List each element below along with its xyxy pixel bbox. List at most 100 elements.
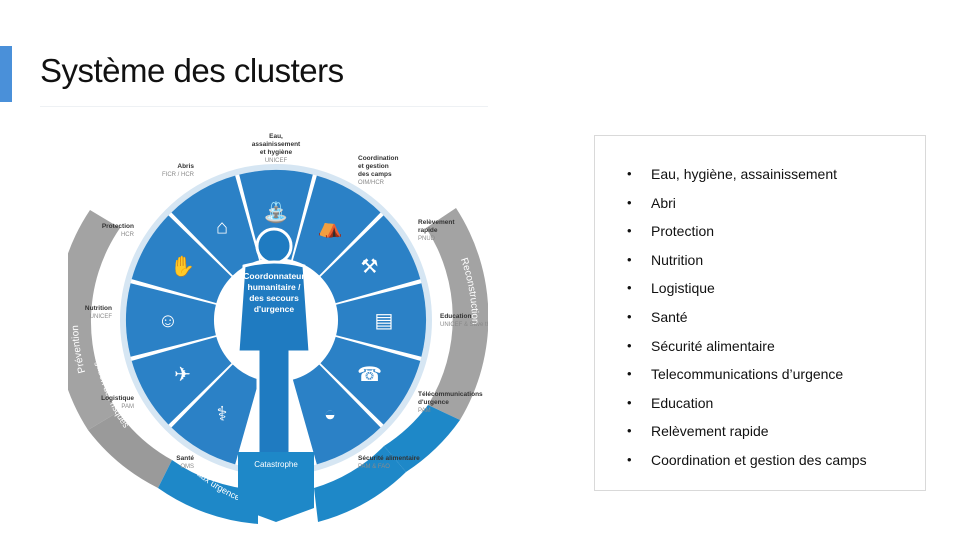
cluster-name: Télécommunications	[418, 391, 483, 398]
slide-title: Système des clusters	[40, 52, 344, 89]
preparation-segment	[158, 460, 258, 524]
cluster-segment	[292, 364, 381, 465]
telecom-icon: ☎	[357, 364, 382, 386]
cluster-segment	[320, 215, 421, 304]
bullet-icon: •	[627, 366, 632, 382]
camp-icon: ⛺	[318, 216, 343, 238]
cluster-agency: PNUD	[418, 236, 436, 242]
list-item-label: Eau, hygiène, assainissement	[651, 166, 837, 182]
cluster-list-panel: • Eau, hygiène, assainissement • Abri • Prote…	[594, 135, 926, 491]
cluster-name: et gestion	[358, 163, 389, 170]
list-item: • Santé	[627, 303, 925, 332]
cluster-name: Logistique	[101, 395, 134, 402]
list-item-label: Nutrition	[651, 251, 704, 268]
cluster-agency: PAM	[121, 404, 134, 410]
cluster-name: Sécurité alimentaire	[358, 455, 420, 462]
cluster-name: Protection	[102, 223, 134, 230]
cluster-segment	[131, 215, 232, 304]
cluster-name: Abris	[177, 163, 194, 170]
bullet-icon: •	[627, 308, 632, 324]
cluster-name: Eau,	[269, 133, 283, 140]
cluster-segment	[171, 175, 260, 276]
bullet-icon: •	[627, 251, 632, 267]
prevention-segment	[68, 210, 120, 430]
list-item-label: Protection	[651, 223, 715, 240]
cluster-name: Nutrition	[85, 305, 112, 312]
list-item: • Sécurité alimentaire	[627, 332, 925, 361]
list-item: • Protection	[627, 217, 925, 246]
cluster-name: Coordination	[358, 155, 398, 162]
bullet-icon: •	[627, 194, 632, 210]
bullet-icon: •	[627, 394, 632, 410]
food-icon: ◒	[324, 404, 336, 426]
coordinator-line-4: d'urgence	[254, 304, 295, 314]
title-accent-bar	[0, 46, 12, 102]
cluster-agency: OIM/HCR	[358, 180, 385, 186]
coordinator-figure: Coordonnateur humanitaire / des secours …	[236, 227, 312, 482]
bullet-icon: •	[627, 166, 632, 181]
health-icon: ⚕	[217, 404, 228, 426]
cluster-list: • Eau, hygiène, assainissement • Abri • Prote…	[595, 136, 925, 475]
list-item: •Coordination et gestion des camps	[627, 446, 925, 475]
list-item: •Relèvement rapide	[627, 417, 925, 446]
list-item: • Eau, hygiène, assainissement	[627, 160, 925, 189]
cluster-agency: PAM & FAO	[358, 464, 390, 470]
bullet-icon: •	[627, 423, 632, 439]
list-item-label: Coordination et gestion des camps	[651, 451, 867, 468]
water-icon: ⛲	[264, 200, 289, 224]
education-icon: ▤	[375, 310, 394, 332]
reconstruction-segment	[426, 208, 488, 420]
shelter-icon: ⌂	[216, 216, 228, 238]
cluster-segment	[292, 175, 381, 276]
cluster-segment	[126, 283, 216, 357]
cluster-agency: HCR	[121, 232, 135, 238]
list-item: • Education	[627, 389, 925, 418]
list-item: • Nutrition	[627, 246, 925, 275]
bullet-icon: •	[627, 223, 632, 239]
list-item-label: Sécurité alimentaire	[651, 337, 775, 354]
list-item: • Logistique	[627, 274, 925, 303]
cluster-diagram: Prévention Reconstruction Mitigation des…	[68, 133, 488, 524]
recovery-icon: ⚒	[361, 256, 379, 278]
cluster-agency: FICR / HCR	[162, 172, 195, 178]
list-item-label: Santé	[651, 308, 688, 325]
cluster-name: des camps	[358, 171, 392, 178]
cluster-name: d'urgence	[418, 399, 449, 406]
cluster-name: et hygiène	[260, 149, 293, 156]
protection-icon: ✋	[170, 254, 195, 278]
cluster-name: Santé	[176, 455, 194, 462]
bullet-icon: •	[627, 280, 632, 296]
list-item-label: Logistique	[651, 280, 715, 297]
cluster-segment	[320, 336, 421, 425]
catastrophe-label: Catastrophe	[254, 460, 298, 469]
cycle-ring	[68, 208, 488, 524]
cluster-name: rapide	[418, 227, 438, 234]
cluster-segment	[239, 170, 313, 260]
cluster-segment	[171, 364, 260, 465]
cluster-name: Relèvement	[418, 219, 455, 226]
cluster-segment	[131, 336, 232, 425]
list-item-label: Abri	[651, 194, 676, 211]
cluster-name: assainissement	[252, 141, 301, 148]
nutrition-icon: ☺	[158, 310, 178, 332]
bullet-icon: •	[627, 337, 632, 353]
coordinator-line-3: des secours	[249, 293, 299, 303]
title-divider	[40, 106, 488, 107]
restoration-segment	[384, 405, 460, 472]
list-item-label: Telecommunications d’urgence	[651, 366, 844, 383]
logistics-icon: ✈	[174, 364, 191, 386]
mitigation-segment	[88, 412, 172, 488]
cluster-agency: UNICEF	[90, 314, 113, 320]
list-item-label: Education	[651, 394, 714, 411]
cluster-agency: UNICEF & Save the Children	[440, 322, 488, 328]
cluster-wheel: ⚕ ✈ ☺ ✋ ⌂ ⛲ ⛺ ⚒ ▤ ☎ ◒	[120, 164, 432, 476]
